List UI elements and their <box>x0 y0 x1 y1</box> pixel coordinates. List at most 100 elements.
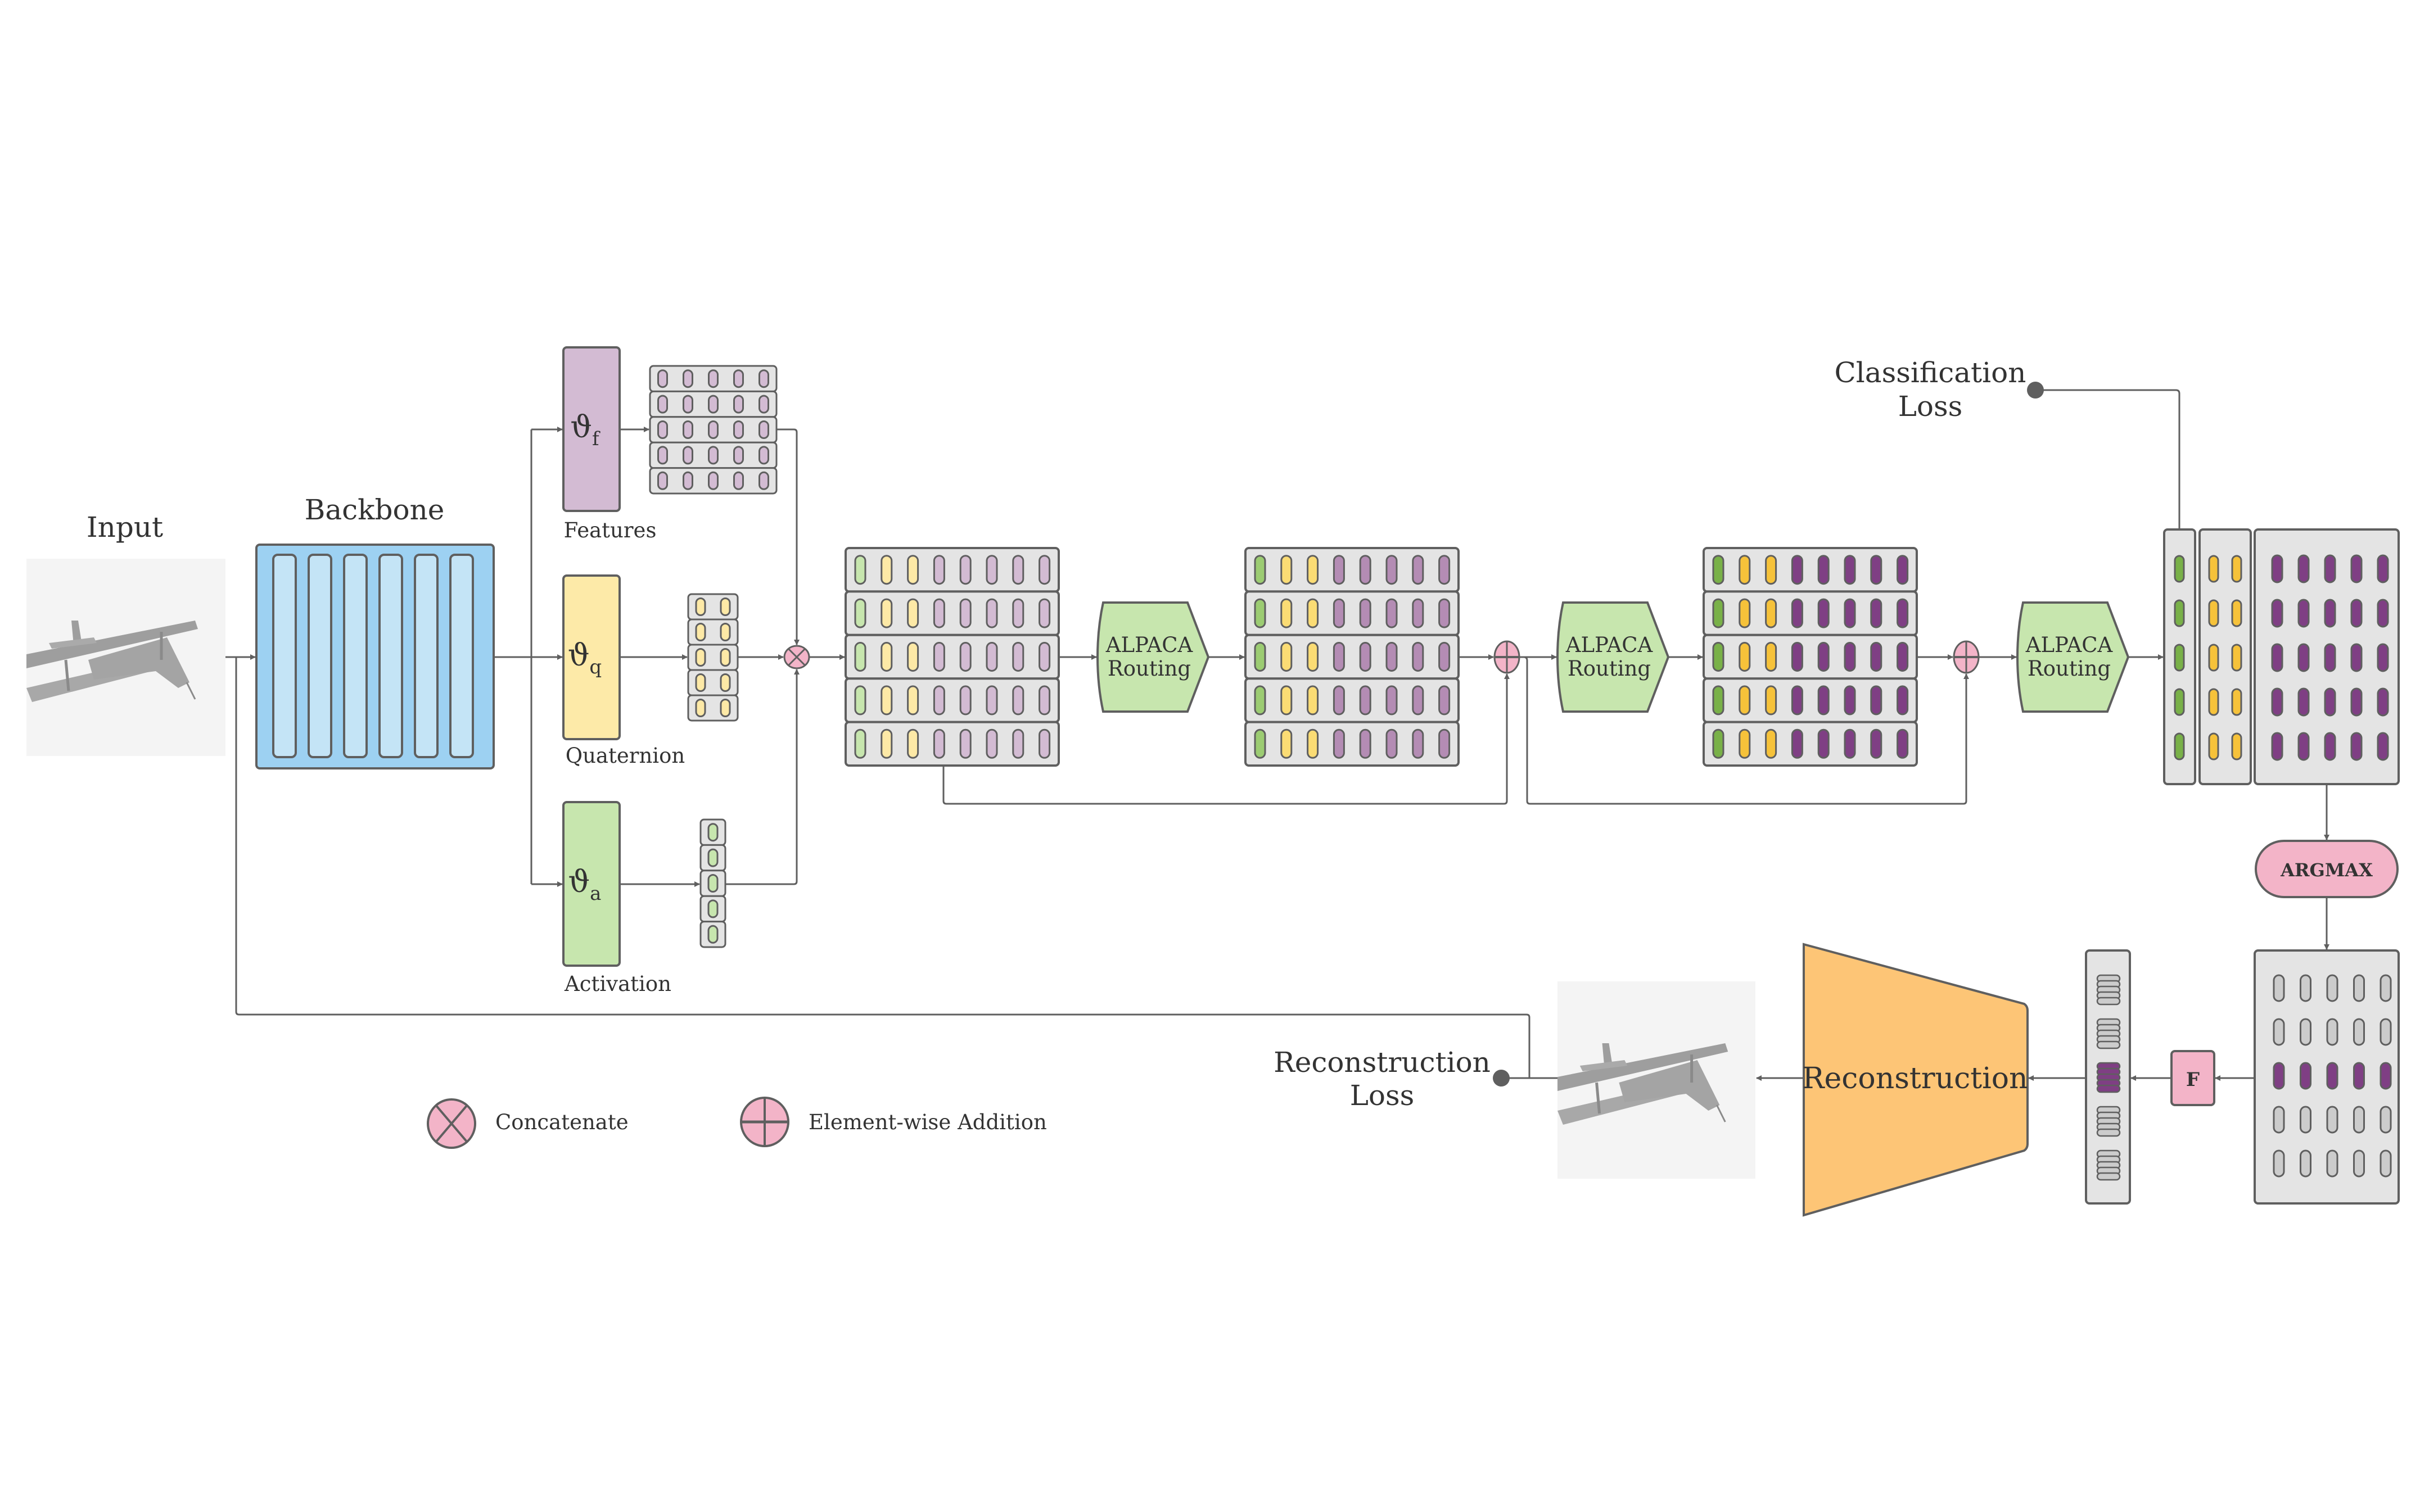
vector-element <box>2096 1172 2121 1181</box>
capsule <box>2297 732 2310 761</box>
capsule <box>2377 732 2389 761</box>
capsule <box>2231 599 2242 627</box>
capsule <box>2174 688 2185 716</box>
capsule <box>1791 685 1803 716</box>
selected-vector-element <box>2096 1084 2121 1093</box>
capsule <box>758 369 769 388</box>
capsule-row <box>845 547 1060 593</box>
capsule <box>959 598 972 628</box>
capsule <box>1039 728 1051 759</box>
capsule-grid-stage-3 <box>1703 547 1918 767</box>
routing-label-line2: Routing <box>2028 657 2111 681</box>
capsule <box>1817 642 1830 672</box>
capsule <box>758 471 769 490</box>
capsule <box>986 728 998 759</box>
activation-to-concat-arrow <box>725 669 800 885</box>
capsule <box>854 728 866 759</box>
masked-capsule <box>2273 1149 2285 1178</box>
capsule <box>1359 598 1371 628</box>
argmax-label: ARGMAX <box>2280 859 2373 881</box>
capsule <box>1254 728 1266 759</box>
primary-capsule-grid-a <box>699 818 726 948</box>
classification-loss-label-line2: Loss <box>1898 390 1963 423</box>
capsule <box>2297 599 2310 628</box>
capsule <box>1897 642 1909 672</box>
backbone-layer <box>449 554 474 758</box>
capsule <box>1012 728 1024 759</box>
capsule <box>2350 554 2363 583</box>
capsule <box>2377 599 2389 628</box>
capsule <box>1012 685 1024 716</box>
element-wise-addition-icon <box>740 1097 789 1147</box>
capsule <box>1739 685 1751 716</box>
airplane-icon <box>26 621 198 702</box>
capsule <box>708 395 719 414</box>
capsule <box>1280 555 1293 585</box>
masked-capsule <box>2326 974 2338 1002</box>
capsule <box>1739 728 1751 759</box>
capsule <box>2271 599 2283 628</box>
capsule <box>2297 687 2310 717</box>
branch-label-a: Activation <box>564 972 671 996</box>
capsule <box>695 597 706 616</box>
backbone-layer <box>308 554 332 758</box>
capsule <box>1280 642 1293 672</box>
masked-capsule <box>2380 1106 2392 1134</box>
capsule <box>720 648 731 667</box>
capsule <box>1739 598 1751 628</box>
capsule <box>1012 555 1024 585</box>
capsule <box>733 369 744 388</box>
capsule <box>2271 732 2283 761</box>
branch-block-f <box>562 346 621 512</box>
capsule <box>1791 598 1803 628</box>
residual-connection-2 <box>1523 656 1969 805</box>
capsule <box>1870 642 1882 672</box>
capsule-row <box>845 721 1060 767</box>
backbone-layer <box>343 554 368 758</box>
capsule <box>1897 598 1909 628</box>
capsule <box>1817 685 1830 716</box>
capsule <box>1412 728 1424 759</box>
flattened-vector <box>2085 949 2131 1205</box>
capsule <box>1844 642 1856 672</box>
branch-block-a <box>562 801 621 967</box>
capsule <box>959 685 972 716</box>
capsule <box>1712 728 1724 759</box>
capsule <box>1012 642 1024 672</box>
connector-lines <box>225 389 2329 1081</box>
capsule <box>933 555 945 585</box>
capsule <box>1438 728 1451 759</box>
capsule <box>2297 554 2310 583</box>
capsule <box>683 369 693 388</box>
capsule <box>2350 643 2363 672</box>
capsule <box>933 598 945 628</box>
masked-capsule <box>2300 1149 2311 1178</box>
airplane-icon <box>1557 1043 1728 1125</box>
vector-element <box>2096 997 2121 1006</box>
masked-capsule <box>2380 974 2392 1002</box>
capsule <box>1870 728 1882 759</box>
routing-label-line2: Routing <box>1108 657 1191 681</box>
capsule-row <box>1703 721 1918 767</box>
capsule <box>907 685 919 716</box>
capsule <box>986 685 998 716</box>
capsule <box>1438 642 1451 672</box>
capsule-grid-stage-1 <box>845 547 1060 767</box>
selected-capsule <box>2380 1062 2392 1090</box>
masked-capsule <box>2273 974 2285 1002</box>
capsule <box>2324 687 2336 717</box>
capsule <box>2231 555 2242 583</box>
backbone-block <box>255 544 495 769</box>
capsule <box>1307 728 1319 759</box>
capsule <box>1765 555 1777 585</box>
branch-subscript-q: q <box>589 656 602 678</box>
reconstruction-decoder <box>1803 943 2029 1217</box>
capsule-grid-stage-2 <box>1244 547 1460 767</box>
element-wise-addition-icon <box>1953 640 1980 674</box>
capsule <box>854 555 866 585</box>
capsule <box>733 446 744 465</box>
capsule <box>2324 732 2336 761</box>
capsule <box>720 699 731 717</box>
